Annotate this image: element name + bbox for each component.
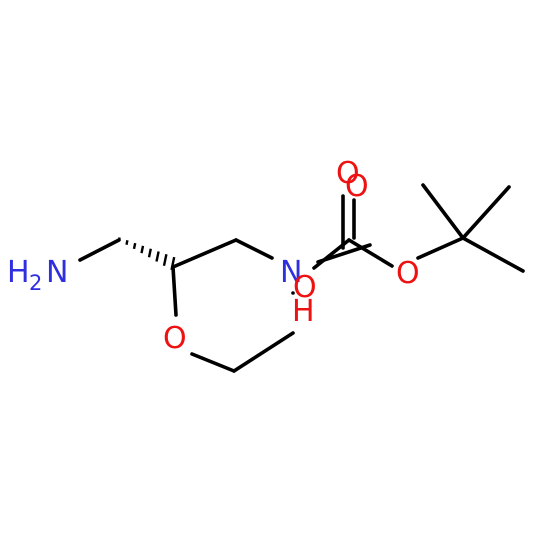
bond-tbu-me3 [461, 236, 525, 273]
bond-tbu-me2 [461, 185, 511, 240]
bond-o-tbutyl [416, 236, 465, 260]
ring-oxygen-label: O [163, 321, 187, 356]
ring-nh-label: H [292, 294, 315, 329]
bond-tbu-me1 [421, 183, 465, 240]
bond-n-ch2 [78, 238, 121, 262]
amine-h-label: H [7, 255, 30, 290]
bond-c6-c5 [232, 331, 295, 373]
bonds [78, 183, 525, 373]
bond-c-ester-o2 [316, 243, 372, 264]
bond-c2-c3 [171, 238, 238, 269]
bond-o1-c6 [190, 352, 236, 373]
atom-labels: H 2 N O N H O O O O [7, 156, 420, 356]
stereo-hash-bond [117, 237, 176, 271]
carbonyl-oxygen-label-1: O [336, 156, 360, 191]
amine-subscript-label: 2 [29, 271, 42, 295]
bond-c-ester-o [347, 238, 394, 268]
ester-oxygen-label-2: O [293, 270, 317, 305]
amine-n-label: N [46, 255, 68, 290]
bond-c2-o1 [171, 265, 178, 317]
bond-c3-n4 [234, 238, 274, 260]
carbonyl-oxygen-label-2: O [345, 169, 369, 204]
ring-nitrogen-label: N [280, 255, 302, 290]
ester-oxygen-label-1: O [396, 256, 420, 291]
